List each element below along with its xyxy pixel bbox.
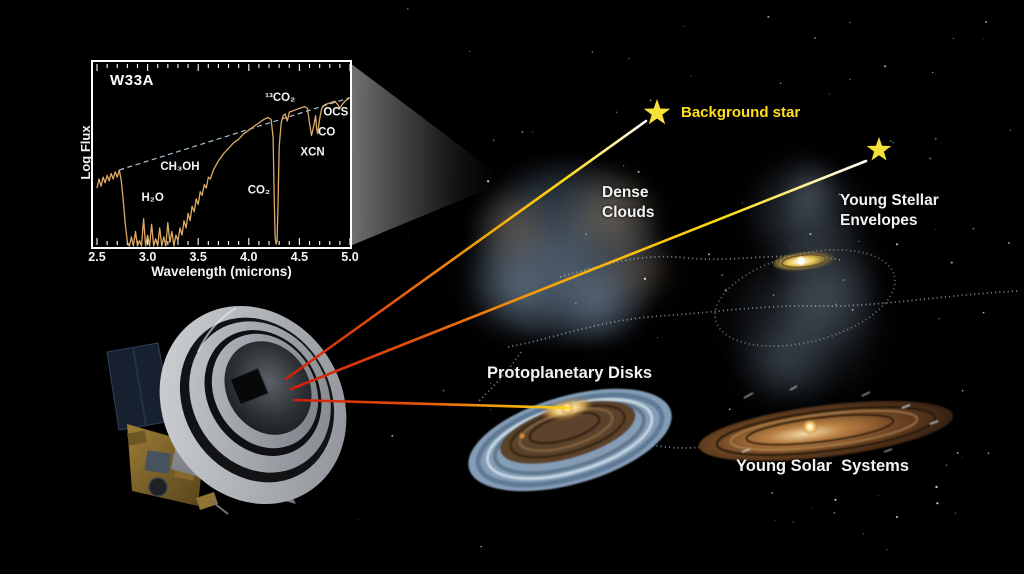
sightlines <box>284 119 868 410</box>
x-tick-label: 4.0 <box>240 250 258 264</box>
absorption-feature-label: H₂O <box>141 192 163 204</box>
debris-streaks <box>741 385 939 453</box>
x-tick-label: 4.5 <box>290 250 309 264</box>
x-tick-label: 3.0 <box>138 250 157 264</box>
absorption-feature-label: CO₂ <box>248 185 270 197</box>
young-stellar-envelopes-label: Young Stellar Envelopes <box>840 192 939 229</box>
sightline-background-star <box>284 119 648 381</box>
zoom-wedge <box>350 63 507 246</box>
telescope-aperture <box>229 367 269 406</box>
trail-mid <box>507 290 1021 348</box>
star-icons <box>643 99 892 161</box>
young-solar-system-core <box>802 419 818 435</box>
protoplanetary-disk <box>468 388 672 492</box>
spectrum-plot: H₂O CH₃OH CO₂ ¹³CO₂ XCN CO OCS <box>91 60 352 249</box>
spectrum-title: W33A <box>110 72 155 89</box>
young-solar-system-disk <box>698 385 954 462</box>
sightline-protoplanetary-disk <box>292 398 573 410</box>
absorption-feature-label: ¹³CO₂ <box>265 92 295 104</box>
particle-trails <box>477 248 1021 449</box>
absorption-feature-label: CO <box>318 127 335 139</box>
background-star-icon <box>643 99 671 125</box>
spacecraft-telescope <box>106 305 347 515</box>
dense-clouds-label: Dense Clouds <box>602 184 655 221</box>
trail-envelope-to-cloud <box>559 255 841 278</box>
sightline-young-stellar-envelope <box>289 159 868 391</box>
trail-envelope-loop <box>714 248 896 348</box>
absorption-feature-label: OCS <box>323 107 348 119</box>
protoplanetary-disks-label: Protoplanetary Disks <box>487 364 653 382</box>
x-tick-label: 2.5 <box>88 250 106 264</box>
y-axis-label: Log Flux <box>78 125 93 180</box>
young-stellar-envelope-core <box>773 251 835 271</box>
starfield <box>357 8 1012 551</box>
young-solar-systems-label: Young Solar Systems <box>736 457 909 475</box>
background-star-label: Background star <box>681 104 801 121</box>
absorption-feature-label: XCN <box>300 147 324 159</box>
protoplanet-dot <box>519 433 525 439</box>
telescope-interior <box>224 341 312 435</box>
absorption-feature-label: CH₃OH <box>160 161 199 173</box>
envelope-star-icon <box>866 137 892 161</box>
x-tick-label: 5.0 <box>341 250 359 264</box>
x-axis-label: Wavelength (microns) <box>151 264 292 279</box>
x-tick-label: 3.5 <box>189 250 207 264</box>
